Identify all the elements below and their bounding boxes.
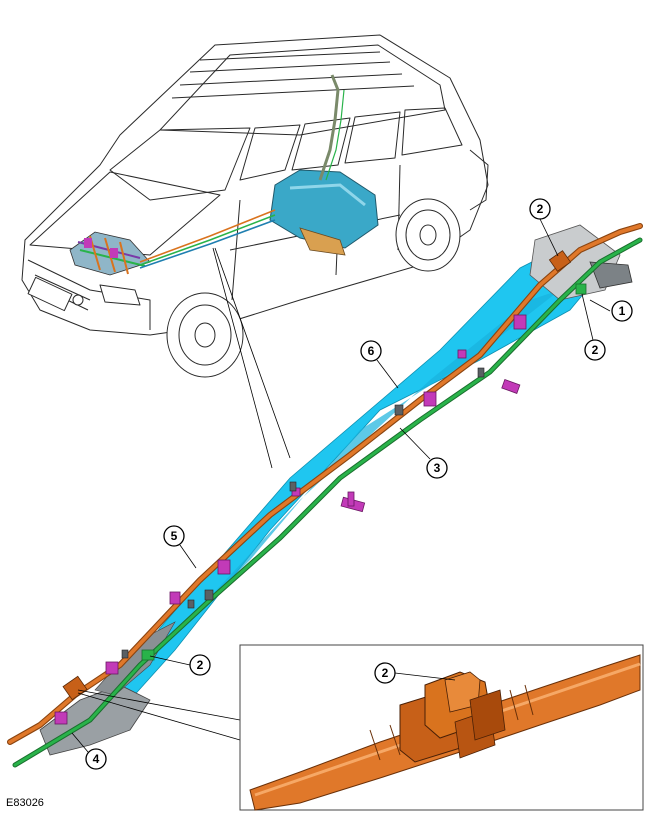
- pipe-connector-front: [62, 675, 88, 701]
- fuel-tank: [269, 74, 379, 256]
- callout-4: 4: [71, 732, 107, 770]
- connector-detail-inset: [239, 644, 644, 811]
- green-pipe-connector-rear: [575, 283, 587, 295]
- green-pipe-connector-front: [141, 649, 155, 661]
- svg-text:5: 5: [171, 529, 178, 543]
- svg-text:2: 2: [537, 202, 544, 216]
- svg-text:4: 4: [93, 752, 100, 766]
- vehicle-illustration: [21, 34, 489, 378]
- svg-text:2: 2: [592, 343, 599, 357]
- svg-text:2: 2: [382, 666, 389, 680]
- svg-text:3: 3: [434, 461, 441, 475]
- callout-3: 3: [399, 427, 448, 479]
- pipe-clips: [54, 314, 527, 725]
- callout-2-inset: 2: [374, 662, 456, 684]
- mounting-brackets: [121, 367, 485, 659]
- callout-6: 6: [360, 340, 399, 389]
- pipe-run-in-vehicle: [139, 209, 276, 269]
- svg-text:1: 1: [619, 304, 626, 318]
- zoom-line-left: [212, 247, 273, 469]
- floor-panel-detail: [7, 223, 643, 768]
- pipe-connector-rear: [548, 250, 572, 272]
- engine-bay-components: [69, 231, 151, 276]
- callout-5: 5: [163, 525, 197, 569]
- inset-leader-top: [77, 689, 241, 721]
- callout-2-front: 2: [149, 654, 211, 676]
- svg-text:2: 2: [197, 658, 204, 672]
- inset-connector-body: [399, 671, 506, 763]
- callout-2-right: 2: [581, 293, 606, 361]
- svg-text:6: 6: [368, 344, 375, 358]
- heat-shield-front: [39, 684, 151, 756]
- inset-leader-bottom: [77, 692, 241, 741]
- figure-reference-code: E83026: [6, 797, 44, 809]
- zoom-line-right: [214, 247, 291, 459]
- callout-2-top: 2: [529, 198, 559, 257]
- callout-1: 1: [589, 299, 633, 322]
